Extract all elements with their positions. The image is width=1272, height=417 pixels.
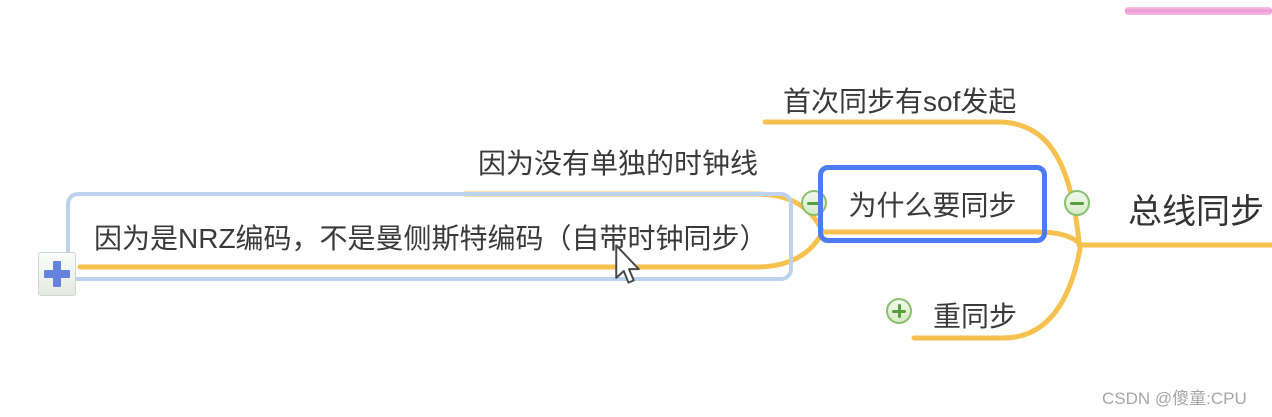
add-topic-button[interactable] bbox=[38, 252, 76, 296]
plus-icon bbox=[897, 304, 901, 318]
topic-no-clock-line[interactable]: 因为没有单独的时钟线 bbox=[478, 148, 759, 179]
expand-button-resync[interactable] bbox=[886, 298, 912, 324]
plus-icon bbox=[53, 261, 61, 287]
topic-first-sync[interactable]: 首次同步有sof发起 bbox=[783, 86, 1017, 117]
topic-resync[interactable]: 重同步 bbox=[933, 301, 1018, 332]
topic-nrz-encoding[interactable]: 因为是NRZ编码，不是曼侧斯特编码（自带时钟同步） bbox=[94, 223, 768, 254]
hovered-node-border bbox=[66, 192, 793, 281]
collapse-button-root[interactable] bbox=[1064, 190, 1090, 216]
arrow-cursor-icon bbox=[615, 244, 640, 284]
pink-highlight-bar bbox=[1125, 7, 1272, 15]
topic-root-bus-sync[interactable]: 总线同步 bbox=[1128, 193, 1264, 231]
selected-node-border bbox=[818, 165, 1047, 243]
watermark-text: CSDN @傻童:CPU bbox=[1102, 389, 1247, 408]
topic-why-sync[interactable]: 为什么要同步 bbox=[848, 190, 1017, 221]
branch-nrz-underline bbox=[77, 230, 825, 270]
minus-icon bbox=[807, 201, 821, 205]
branch-resync bbox=[911, 246, 1083, 341]
minus-icon bbox=[1070, 201, 1084, 205]
